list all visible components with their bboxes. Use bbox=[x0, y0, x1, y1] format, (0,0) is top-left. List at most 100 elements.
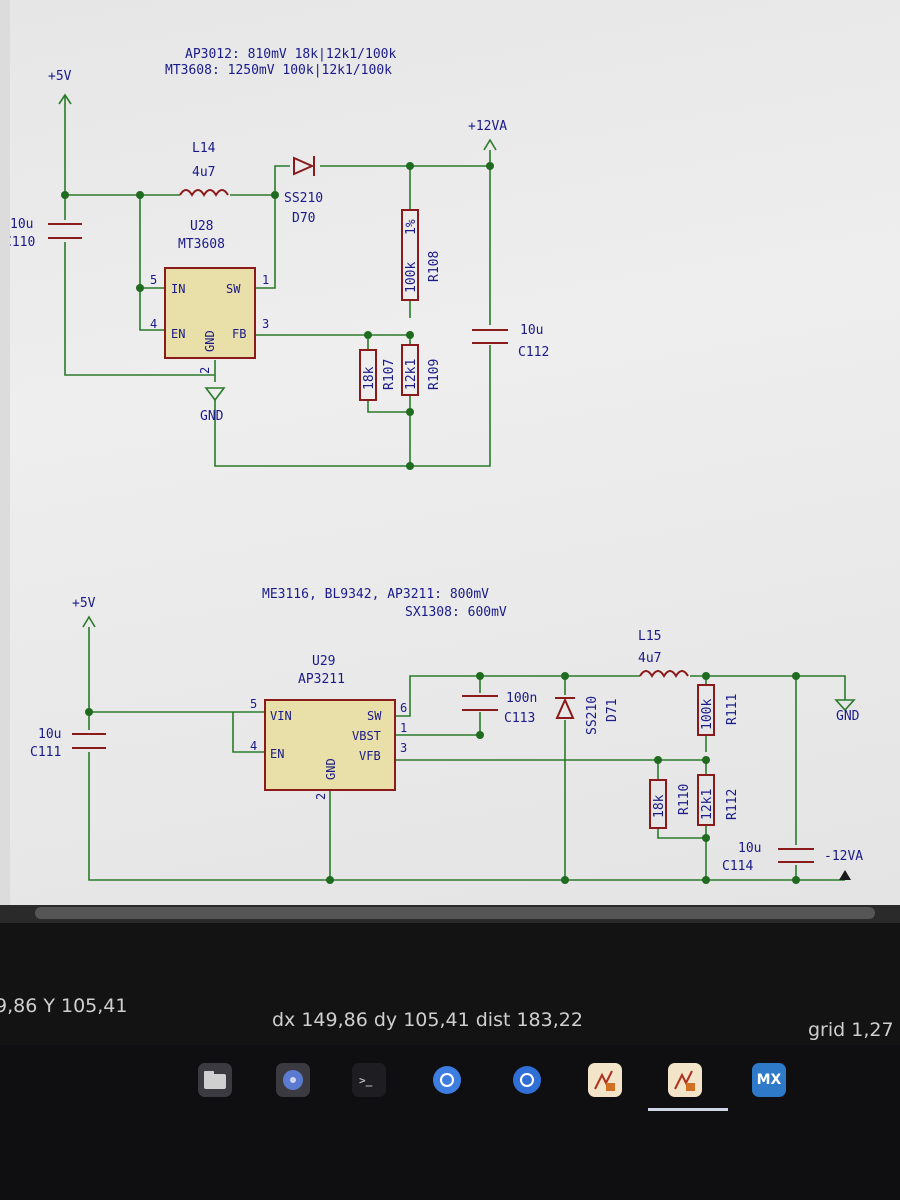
inductor-l14[interactable]: L14 4u7 bbox=[179, 141, 229, 197]
power-5v-label-2: +5V bbox=[72, 596, 96, 611]
scrollbar-thumb[interactable] bbox=[35, 907, 875, 919]
block1-note-1: AP3012: 810mV 18k|12k1/100k bbox=[185, 47, 396, 62]
c111-value: 10u bbox=[38, 727, 61, 742]
c111-ref: C111 bbox=[30, 745, 61, 760]
power-5v-label: +5V bbox=[48, 69, 72, 84]
horizontal-scrollbar[interactable] bbox=[0, 905, 900, 923]
gnd-symbol-1[interactable]: GND bbox=[200, 387, 226, 424]
power-12va-label: +12VA bbox=[468, 119, 507, 134]
schematic-svg[interactable]: .w{stroke:#2a7a2a;stroke-width:1.6;fill:… bbox=[0, 0, 900, 905]
junctions-block1 bbox=[61, 162, 494, 470]
resistor-r111[interactable]: 100k R111 bbox=[697, 684, 740, 736]
u28-pinnum-2: 2 bbox=[198, 367, 212, 374]
grid-size: grid 1,27 bbox=[808, 1019, 894, 1041]
c112-ref: C112 bbox=[518, 345, 549, 360]
u28-pin-sw: SW bbox=[226, 282, 241, 296]
u29-pin-sw: SW bbox=[367, 709, 382, 723]
r109-value: 12k1 bbox=[404, 359, 419, 390]
c110-value: 10u bbox=[10, 217, 33, 232]
u28-pin-en: EN bbox=[171, 327, 185, 341]
active-window-indicator bbox=[648, 1108, 728, 1111]
r111-ref: R111 bbox=[725, 694, 740, 725]
chromium-icon[interactable] bbox=[430, 1063, 464, 1097]
mx-label: MX bbox=[756, 1072, 782, 1088]
u29-pinnum-3: 3 bbox=[400, 741, 407, 755]
r109-ref: R109 bbox=[427, 359, 442, 390]
window-edge bbox=[0, 0, 10, 905]
power-5v-symbol-1[interactable]: +5V bbox=[48, 69, 72, 108]
delta-readout: dx 149,86 dy 105,41 dist 183,22 bbox=[272, 1009, 583, 1031]
u28-pinnum-5: 5 bbox=[150, 273, 157, 287]
u29-pin-vfb: VFB bbox=[359, 749, 381, 763]
r112-value: 12k1 bbox=[700, 789, 715, 820]
capacitor-c110[interactable]: 10u C110 bbox=[4, 217, 82, 250]
u29-pinnum-2: 2 bbox=[314, 793, 328, 800]
capacitor-c113[interactable]: 100n C113 bbox=[462, 691, 537, 726]
d71-ref: D71 bbox=[605, 699, 620, 722]
chromium-alt-icon[interactable] bbox=[510, 1063, 544, 1097]
u29-pin-vin: VIN bbox=[270, 709, 292, 723]
u29-pin-vbst: VBST bbox=[352, 729, 381, 743]
cursor-coordinates: 9,86 Y 105,41 bbox=[0, 995, 128, 1017]
u28-pinnum-4: 4 bbox=[150, 317, 157, 331]
u29-value: AP3211 bbox=[298, 672, 345, 687]
terminal-icon[interactable]: >_ bbox=[352, 1063, 386, 1097]
block2-note-1: ME3116, BL9342, AP3211: 800mV bbox=[262, 587, 489, 602]
r111-value: 100k bbox=[700, 699, 715, 730]
c114-value: 10u bbox=[738, 841, 761, 856]
folder-icon[interactable] bbox=[198, 1063, 232, 1097]
block1-note-2: MT3608: 1250mV 100k|12k1/100k bbox=[165, 63, 392, 78]
c113-ref: C113 bbox=[504, 711, 535, 726]
resistor-r109[interactable]: 12k1 R109 bbox=[401, 344, 442, 396]
u29-ref: U29 bbox=[312, 654, 335, 669]
l14-value: 4u7 bbox=[192, 165, 215, 180]
c112-value: 10u bbox=[520, 323, 543, 338]
u28-pinnum-1: 1 bbox=[262, 273, 269, 287]
taskbar: >_ MX bbox=[0, 1045, 900, 1200]
inductor-l15[interactable]: L15 4u7 bbox=[638, 629, 689, 678]
power-minus12va-label: -12VA bbox=[824, 849, 863, 864]
u28-ref: U28 bbox=[190, 219, 213, 234]
resistor-r108[interactable]: 100k 1% R108 bbox=[401, 209, 442, 301]
resistor-r112[interactable]: 12k1 R112 bbox=[697, 774, 740, 826]
gnd-label-1: GND bbox=[200, 409, 224, 424]
kicad-schematic-active-icon[interactable] bbox=[668, 1063, 702, 1097]
u28-pin-in: IN bbox=[171, 282, 185, 296]
u29-pinnum-4: 4 bbox=[250, 739, 257, 753]
u28-pinnum-3: 3 bbox=[262, 317, 269, 331]
power-12va-symbol[interactable]: +12VA bbox=[468, 119, 507, 151]
capacitor-c112[interactable]: 10u C112 bbox=[472, 323, 549, 360]
u29-pin-gnd: GND bbox=[324, 758, 338, 780]
capacitor-c114[interactable]: 10u C114 bbox=[722, 841, 814, 874]
u29-pin-en: EN bbox=[270, 747, 284, 761]
junctions-block2 bbox=[85, 672, 800, 884]
block2-note-2: SX1308: 600mV bbox=[405, 605, 507, 620]
power-5v-symbol-2[interactable]: +5V bbox=[72, 596, 96, 628]
capacitor-c111[interactable]: 10u C111 bbox=[30, 727, 106, 760]
l15-ref: L15 bbox=[638, 629, 661, 644]
diode-d70[interactable]: SS210 D70 bbox=[284, 156, 323, 226]
ic-u28[interactable]: U28 MT3608 IN SW EN FB GND 5 1 4 3 2 bbox=[150, 219, 269, 374]
schematic-canvas[interactable]: .w{stroke:#2a7a2a;stroke-width:1.6;fill:… bbox=[0, 0, 900, 905]
c110-ref: C110 bbox=[4, 235, 35, 250]
resistor-r107[interactable]: 18k R107 bbox=[359, 349, 397, 401]
u29-pinnum-5: 5 bbox=[250, 697, 257, 711]
d70-ref: D70 bbox=[292, 211, 315, 226]
r108-ref: R108 bbox=[427, 251, 442, 282]
r110-value: 18k bbox=[652, 794, 667, 818]
resistor-r110[interactable]: 18k R110 bbox=[649, 779, 692, 829]
u28-pin-fb: FB bbox=[232, 327, 246, 341]
ic-u29[interactable]: U29 AP3211 VIN EN SW VBST VFB GND 5 4 6 … bbox=[250, 654, 407, 800]
disk-icon[interactable] bbox=[276, 1063, 310, 1097]
r108-value: 100k bbox=[404, 262, 419, 293]
mx-icon[interactable]: MX bbox=[752, 1063, 786, 1097]
r107-value: 18k bbox=[362, 366, 377, 390]
power-minus12va-symbol[interactable]: -12VA bbox=[824, 849, 863, 880]
block2-inverting-converter: ME3116, BL9342, AP3211: 800mV SX1308: 60… bbox=[30, 587, 863, 884]
svg-text:>_: >_ bbox=[359, 1074, 373, 1087]
gnd-symbol-2[interactable]: GND bbox=[834, 699, 860, 724]
kicad-schematic-icon[interactable] bbox=[588, 1063, 622, 1097]
u28-value: MT3608 bbox=[178, 237, 225, 252]
c113-value: 100n bbox=[506, 691, 537, 706]
diode-d71[interactable]: SS210 D71 bbox=[555, 696, 620, 735]
